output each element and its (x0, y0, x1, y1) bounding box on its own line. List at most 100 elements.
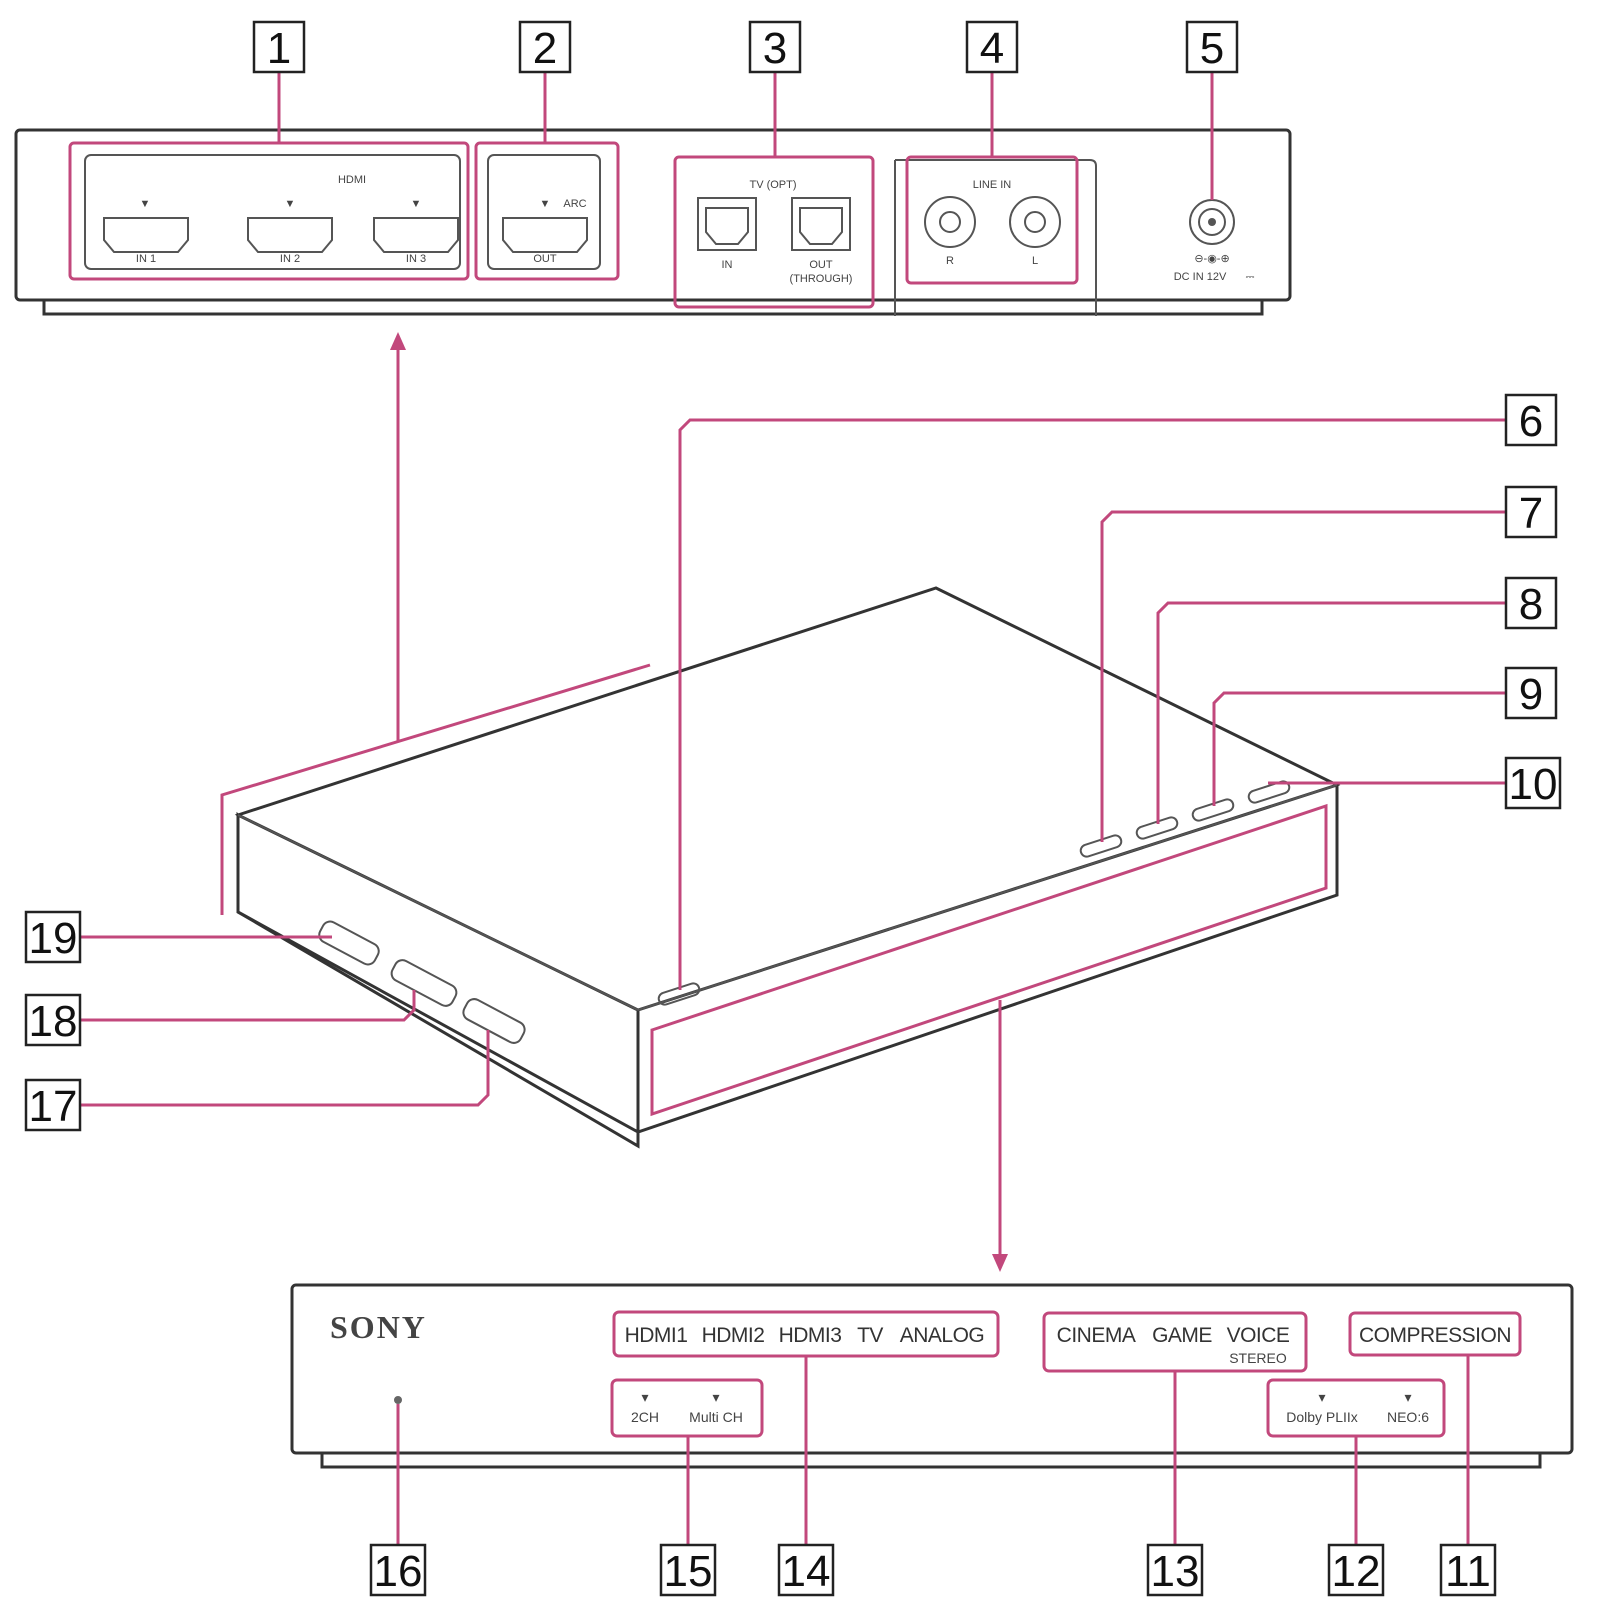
hdmi-in-3-label: IN 3 (406, 253, 426, 265)
indicator-game: GAME (1152, 1324, 1212, 1347)
line-r-label: R (946, 255, 954, 267)
optical-connector-icon (705, 207, 749, 245)
svg-text:7: 7 (1519, 489, 1543, 538)
front-panel-highlight (650, 803, 1328, 1117)
side-control-19[interactable] (316, 919, 381, 968)
callout-14: 14 (777, 1543, 835, 1597)
svg-text:12: 12 (1332, 1547, 1381, 1596)
svg-text:6: 6 (1519, 397, 1543, 446)
optical-jack-frame (791, 197, 851, 251)
indicator-tv: TV (857, 1324, 883, 1347)
hdmi-out-arc-port[interactable]: ▼ ARC OUT (502, 198, 588, 265)
line-in-r-jack[interactable]: R (924, 196, 976, 267)
callout-4: 4 (965, 20, 1019, 74)
indicator-analog: ANALOG (900, 1324, 985, 1347)
input-button[interactable] (1079, 834, 1123, 858)
optical-in-port[interactable]: IN (697, 197, 757, 271)
brand-logo: SONY (330, 1309, 427, 1345)
remote-sensor (394, 1396, 402, 1404)
svg-text:18: 18 (29, 997, 78, 1046)
optical-out-through-port[interactable]: OUT (THROUGH) (790, 197, 853, 285)
rca-jack-inner-icon (1024, 211, 1046, 233)
svg-text:9: 9 (1519, 670, 1543, 719)
hdmi-connector-icon (373, 217, 459, 253)
callout-2: 2 (518, 20, 572, 74)
front-panel-foot (320, 1451, 1542, 1469)
arrow-down-icon: ▼ (540, 198, 551, 210)
leader-7 (1100, 510, 1506, 842)
callout-12: 12 (1327, 1543, 1385, 1597)
callout-18: 18 (24, 993, 82, 1047)
front-panel: SONY HDMI1 HDMI2 HDMI3 TV ANALOG CINEMA … (290, 1283, 1574, 1469)
arrow-down-icon (992, 1254, 1008, 1272)
hdmi-connector-icon (247, 217, 333, 253)
hdmi-group-label: HDMI (338, 174, 366, 186)
callout-13: 13 (1146, 1543, 1204, 1597)
side-control-18[interactable] (389, 957, 459, 1008)
polarity-icon: ⊖-◉-⊕ (1194, 253, 1229, 265)
leader-9 (1212, 691, 1506, 806)
unit-edge (637, 784, 1338, 1011)
hdmi-connector-icon (502, 217, 588, 253)
rear-panel: HDMI ▼ IN 1 ▼ IN 2 ▼ IN 3 ▼ ARC OUT TV (… (14, 128, 1292, 316)
led-icon: ▾ (712, 1389, 719, 1405)
hdmi-in-3-port[interactable]: ▼ IN 3 (373, 198, 459, 265)
callout-3: 3 (748, 20, 802, 74)
indicator-stereo: STEREO (1229, 1350, 1287, 1366)
arrow-up-icon (390, 332, 406, 350)
line-in-recess (894, 159, 1097, 316)
hdmi-in-2-port[interactable]: ▼ IN 2 (247, 198, 333, 265)
callout-16: 16 (369, 1543, 427, 1597)
rear-panel-foot (42, 298, 1264, 316)
optical-out-label: OUT (809, 259, 833, 271)
leader-17 (80, 1030, 490, 1107)
volume-plus-button[interactable] (1247, 780, 1291, 804)
svg-text:5: 5 (1200, 24, 1224, 73)
led-icon: ▾ (1318, 1389, 1325, 1405)
led-icon: ▾ (1404, 1389, 1411, 1405)
front-panel-body (290, 1283, 1574, 1455)
optical-through-label: (THROUGH) (790, 273, 853, 285)
dc-in-jack[interactable]: ⊖-◉-⊕ DC IN 12V ⎓ (1174, 199, 1255, 283)
indicator-dolby-pliix: Dolby PLIIx (1286, 1409, 1358, 1425)
leader-18 (80, 990, 416, 1022)
indicator-multi-ch: Multi CH (689, 1409, 743, 1425)
hdmi-in-2-label: IN 2 (280, 253, 300, 265)
callout-labels: 1 2 3 4 5 6 7 8 9 10 11 12 13 14 15 16 1… (24, 20, 1562, 1597)
indicator-2ch: 2CH (631, 1409, 659, 1425)
sound-field-button[interactable] (1135, 816, 1179, 840)
svg-text:10: 10 (1509, 760, 1558, 809)
svg-text:1: 1 (267, 24, 291, 73)
line-in-label: LINE IN (973, 179, 1012, 191)
volume-minus-button[interactable] (1191, 798, 1235, 822)
indicator-hdmi3: HDMI3 (779, 1324, 842, 1347)
svg-text:15: 15 (664, 1547, 713, 1596)
callout-1: 1 (252, 20, 306, 74)
indicator-hdmi2: HDMI2 (702, 1324, 765, 1347)
dc-symbol-icon: ⎓ (1246, 271, 1255, 283)
svg-text:19: 19 (29, 914, 78, 963)
hdmi-in-highlight (68, 141, 470, 281)
rca-jack-outer-icon (924, 196, 976, 248)
callout-17: 17 (24, 1078, 82, 1132)
leader-lines (80, 72, 1506, 1545)
indicator-cinema: CINEMA (1057, 1324, 1136, 1347)
svg-text:16: 16 (374, 1547, 423, 1596)
line-in-l-jack[interactable]: L (1009, 196, 1061, 267)
optical-jack-frame (697, 197, 757, 251)
rear-panel-highlight (220, 663, 651, 915)
hdmi-out-highlight (474, 141, 620, 281)
leader-6 (678, 418, 1506, 990)
power-button[interactable] (657, 982, 701, 1006)
callout-8: 8 (1504, 576, 1558, 630)
dc-in-label: DC IN 12V (1174, 271, 1227, 283)
led-icon: ▾ (641, 1389, 648, 1405)
compression-highlight (1348, 1311, 1522, 1357)
optical-connector-icon (799, 207, 843, 245)
callout-6: 6 (1504, 393, 1558, 447)
svg-text:2: 2 (533, 24, 557, 73)
hdmi-in-1-port[interactable]: ▼ IN 1 (103, 198, 189, 265)
leader-8 (1156, 601, 1506, 824)
dc-jack-pin-icon (1208, 218, 1216, 226)
hdmi-in-inner-frame (84, 154, 461, 270)
